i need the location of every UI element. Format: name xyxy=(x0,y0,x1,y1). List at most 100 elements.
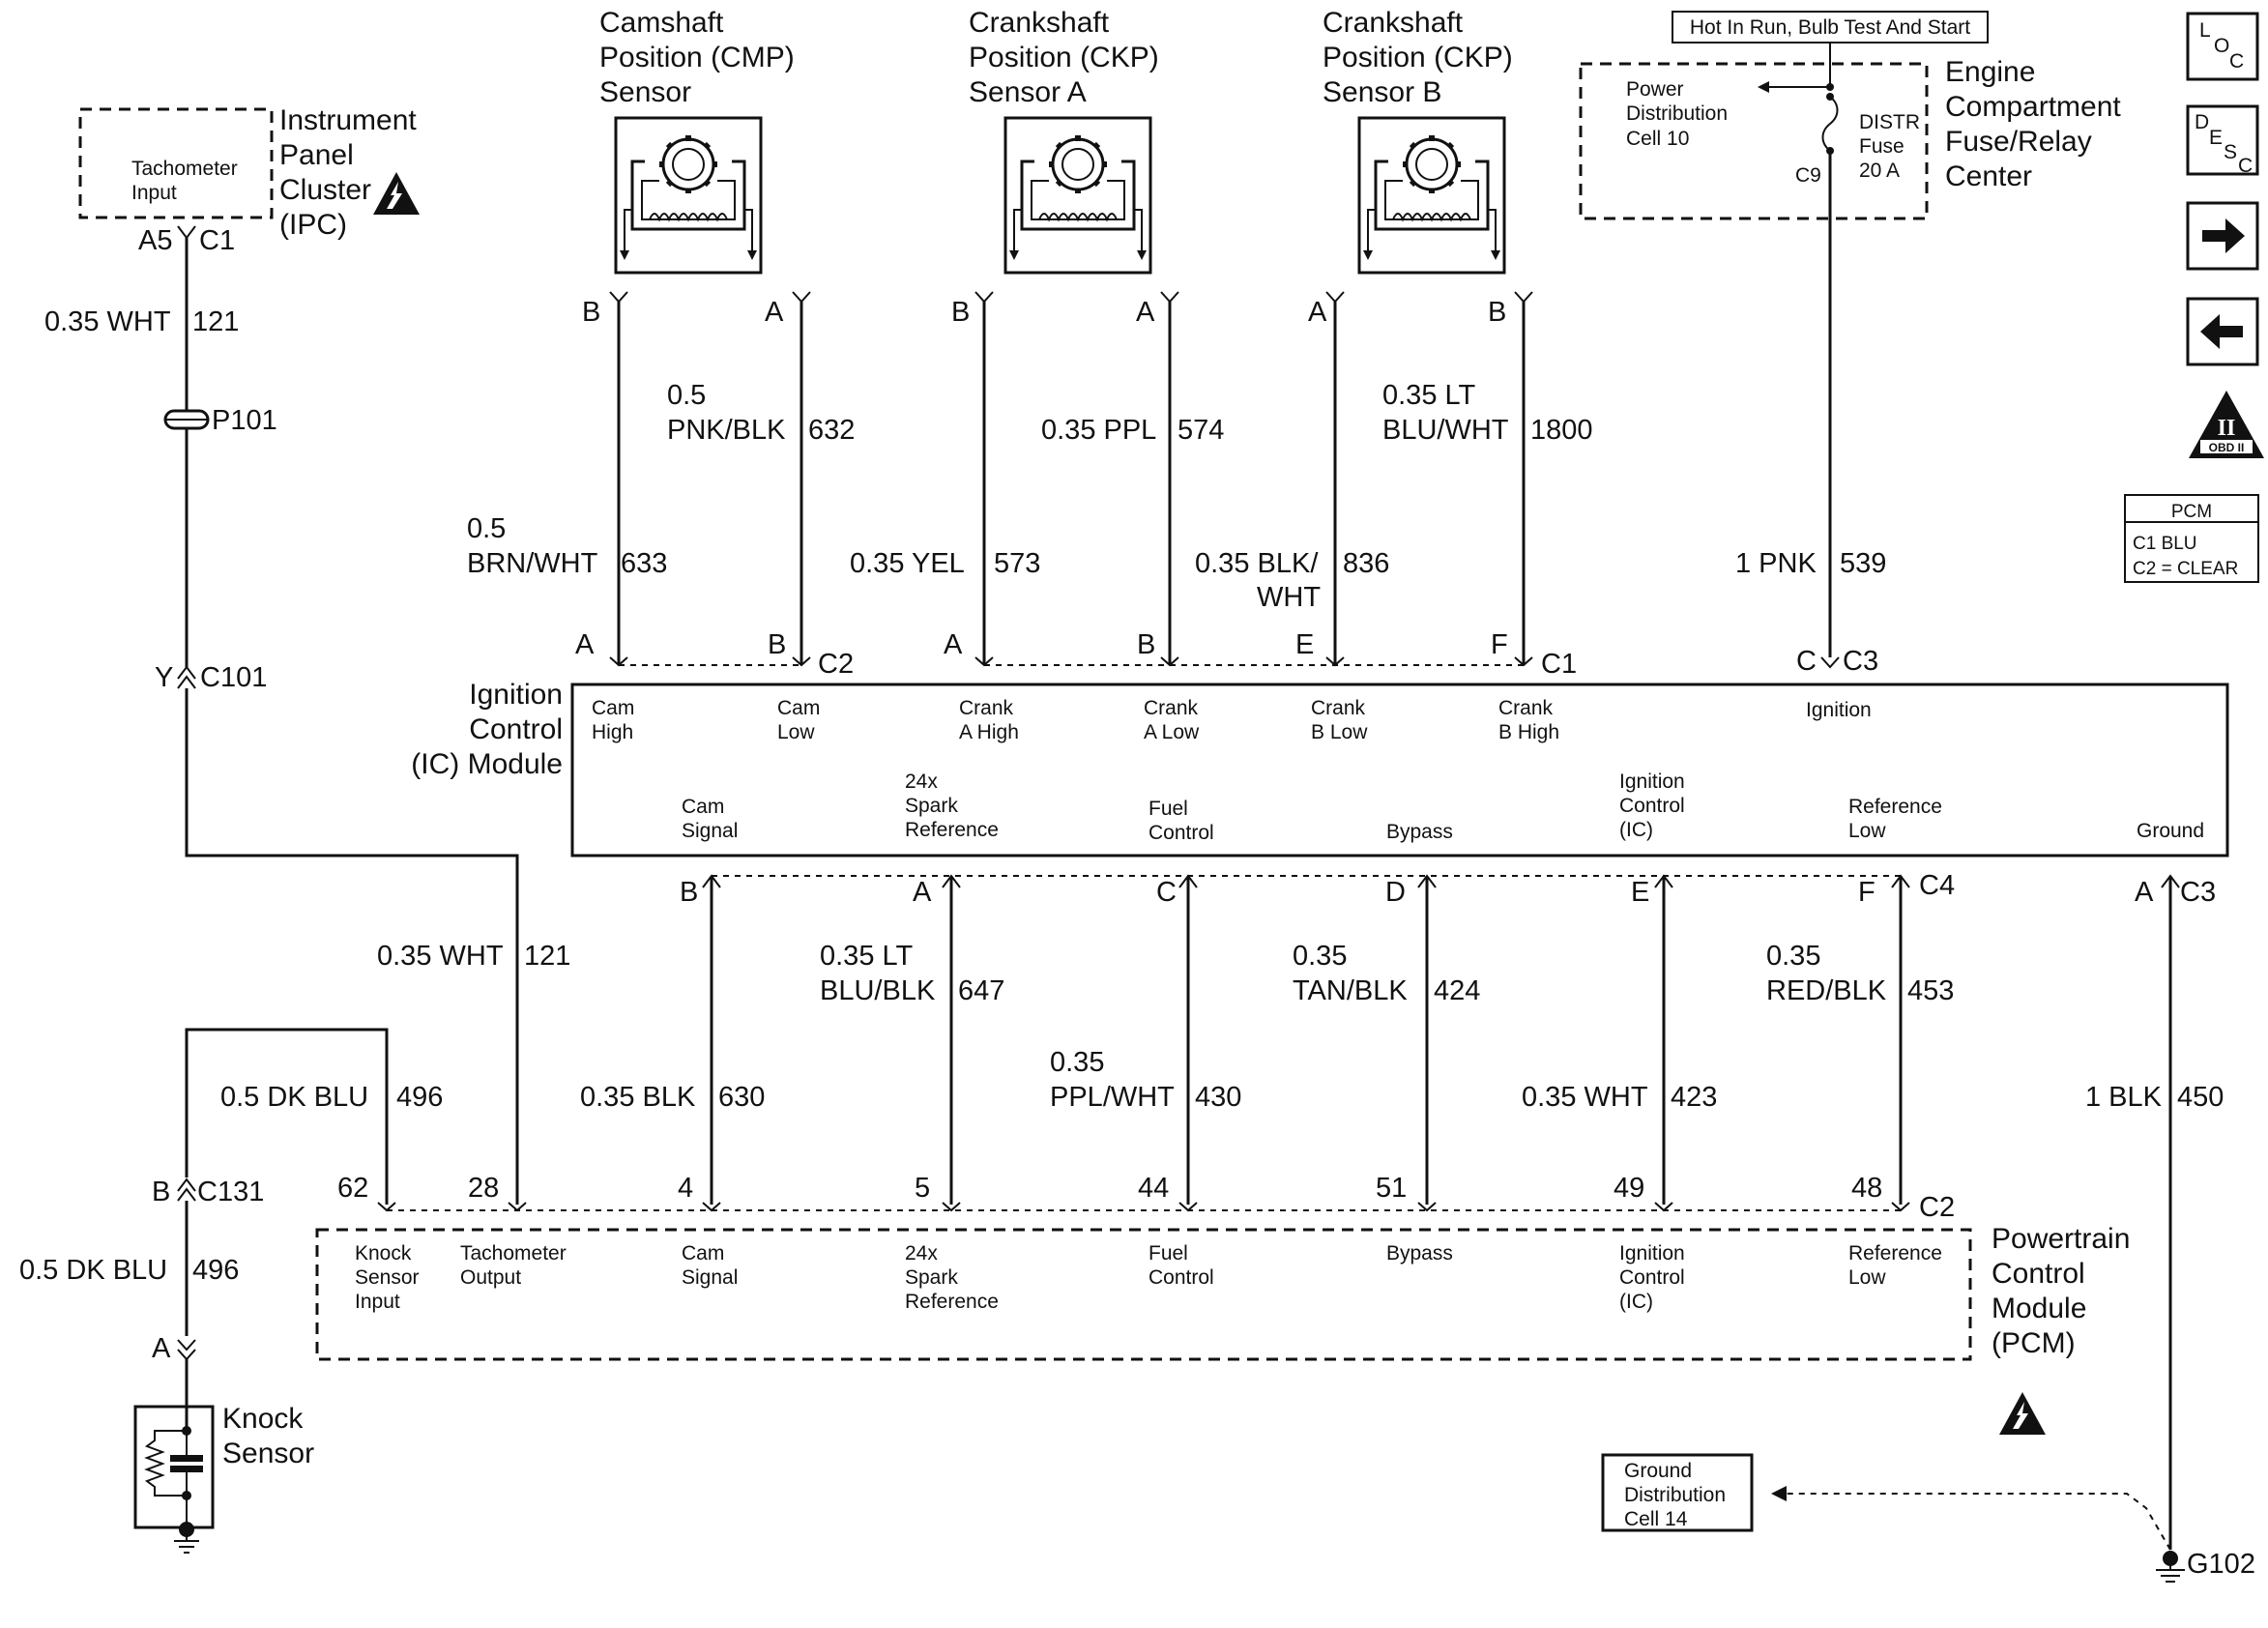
wire-424-circuit: 424 xyxy=(1434,975,1480,1006)
fuse-center-title-line2: Compartment xyxy=(1945,91,2121,123)
ckpb-title-line1: Crankshaft xyxy=(1323,7,1464,39)
wire-496-upper-circuit: 496 xyxy=(396,1082,443,1113)
ckp-b-sensor: Crankshaft Position (CKP) Sensor B xyxy=(1323,7,1513,273)
wire-453-circuit: 453 xyxy=(1907,975,1954,1006)
ipc-input-line2: Input xyxy=(131,182,177,204)
wire-496-upper-gauge: 0.5 DK BLU xyxy=(220,1082,368,1113)
pd-line3: Cell 10 xyxy=(1626,128,1689,150)
ic-top-label-1b: High xyxy=(592,721,633,743)
wire-574-circuit: 574 xyxy=(1178,415,1224,446)
ckpb-pin-right: B xyxy=(1488,297,1506,328)
pcm-title-line3: Module xyxy=(1992,1293,2086,1324)
legend-title: PCM xyxy=(2171,502,2212,522)
ic-top-label-6b: B High xyxy=(1498,721,1559,743)
wire-573-circuit: 573 xyxy=(994,548,1040,579)
c3-top-icon xyxy=(1820,656,1840,669)
ipc-title-line2: Panel xyxy=(279,139,354,171)
wire-632-gauge-line2: PNK/BLK xyxy=(667,415,786,446)
wire-574-gauge: 0.35 PPL xyxy=(1041,415,1156,446)
wire-430-gauge-line2: PPL/WHT xyxy=(1050,1082,1175,1113)
pcm-label-3a: Cam xyxy=(682,1242,724,1265)
ic-top-label-5a: Crank xyxy=(1311,697,1366,719)
ic-top-label-7: Ignition xyxy=(1806,699,1872,721)
wire-836-gauge-line2: WHT xyxy=(1257,582,1321,613)
pcm-connector-legend: PCM C1 BLU C2 = CLEAR xyxy=(2124,494,2259,583)
wire-121-lower-circuit: 121 xyxy=(524,941,570,972)
prev-page-button[interactable] xyxy=(2186,297,2259,366)
knock-connector-icon xyxy=(177,1339,196,1352)
ic-bot-label-1b: Signal xyxy=(682,820,738,842)
wire-836-gauge-line1: 0.35 BLK/ xyxy=(1195,548,1319,579)
desc-letter-d: D xyxy=(2195,111,2209,133)
knock-sensor: Knock Sensor xyxy=(133,1359,314,1554)
ic-module-outline xyxy=(570,683,2229,858)
pd-line2: Distribution xyxy=(1626,102,1728,125)
fuse-conn-c9: C9 xyxy=(1795,164,1821,187)
c4-pin-b: B xyxy=(680,877,698,908)
wire-430-circuit: 430 xyxy=(1195,1082,1241,1113)
loc-letter-l: L xyxy=(2199,19,2211,42)
wire-450-gauge: 1 BLK xyxy=(2085,1082,2163,1113)
wire-632-circuit: 632 xyxy=(808,415,855,446)
cmp-sensor: Camshaft Position (CMP) Sensor xyxy=(599,7,795,273)
side-icons: L O C D E S C II OBD II PCM xyxy=(2124,12,2264,583)
desc-button[interactable]: D E S C xyxy=(2186,104,2259,177)
wire-647-gauge-line2: BLU/BLK xyxy=(820,975,936,1006)
pcm-label-1a: Knock xyxy=(355,1242,412,1265)
hot-in-run-text: Hot In Run, Bulb Test And Start xyxy=(1690,16,1970,39)
arrow-left-icon xyxy=(2200,314,2243,349)
ic-bot-label-6b: Low xyxy=(1848,820,1886,842)
pd-arrow-icon xyxy=(1758,81,1769,93)
ipc-connector-icon xyxy=(177,225,196,240)
ic-top-label-6a: Crank xyxy=(1498,697,1554,719)
ic-top-connectors: A B C2 A B E F C1 C C3 xyxy=(575,629,1878,680)
pcm-pin-49: 49 xyxy=(1614,1173,1644,1204)
ic-bot-label-1a: Cam xyxy=(682,796,724,818)
ic-top-label-1a: Cam xyxy=(592,697,634,719)
ic-module: Ignition Control (IC) Module Cam High Ca… xyxy=(411,679,2229,858)
wire-496-lower-circuit: 496 xyxy=(192,1255,239,1286)
ckpa-pin-right: A xyxy=(1136,297,1155,328)
ic-bot-label-4: Bypass xyxy=(1386,821,1453,843)
loc-button[interactable]: L O C xyxy=(2186,12,2259,81)
c131-connector-icon-2 xyxy=(177,1187,196,1202)
wire-496-lower-gauge: 0.5 DK BLU xyxy=(19,1255,167,1286)
ckpb-title-line2: Position (CKP) xyxy=(1323,42,1513,73)
knock-title-line1: Knock xyxy=(222,1403,304,1435)
wire-647-gauge-line1: 0.35 LT xyxy=(820,941,913,972)
cmp-title-line3: Sensor xyxy=(599,76,691,108)
wire-121-circuit: 121 xyxy=(192,306,239,337)
fuse-center-title-line3: Fuse/Relay xyxy=(1945,126,2092,158)
ground-g102: G102 xyxy=(2156,1549,2255,1583)
ckpa-title-line1: Crankshaft xyxy=(969,7,1110,39)
pcm-label-5a: Fuel xyxy=(1149,1242,1188,1265)
ic-title-line1: Ignition xyxy=(469,679,563,711)
wire-121-gauge: 0.35 WHT xyxy=(44,306,171,337)
ground-dist-leader xyxy=(1785,1493,2171,1551)
ic-bot-label-3b: Control xyxy=(1149,822,1214,844)
fuse-center-title-line4: Center xyxy=(1945,160,2032,192)
pcm-label-4c: Reference xyxy=(905,1291,999,1313)
obd-numeral: II xyxy=(2218,416,2236,441)
fuse-line2: Fuse xyxy=(1859,135,1905,158)
knock-ground-dot xyxy=(179,1522,194,1537)
ipc-pin: A5 xyxy=(138,225,172,256)
obd-text: OBD II xyxy=(2209,441,2245,454)
legend-row1: C1 BLU xyxy=(2133,534,2197,554)
inline-p101: P101 xyxy=(212,405,277,436)
ic-top-label-5b: B Low xyxy=(1311,721,1368,743)
pcm-pin-28: 28 xyxy=(468,1173,499,1204)
pcm-pin-48: 48 xyxy=(1851,1173,1882,1204)
pcm-label-7c: (IC) xyxy=(1619,1291,1653,1313)
hot-in-run-banner xyxy=(1672,11,1989,44)
next-page-button[interactable] xyxy=(2186,201,2259,271)
c4-pin-a: A xyxy=(913,877,932,908)
pcm-pin-51: 51 xyxy=(1376,1173,1407,1204)
pcm-label-8a: Reference xyxy=(1848,1242,1942,1265)
ckpb-sensor-icon xyxy=(1359,118,1504,273)
legend-row2: C2 = CLEAR xyxy=(2133,559,2238,579)
pcm-label-2a: Tachometer xyxy=(460,1242,567,1265)
wire-573-gauge: 0.35 YEL xyxy=(850,548,965,579)
wire-423-gauge: 0.35 WHT xyxy=(1522,1082,1648,1113)
pcm-label-1c: Input xyxy=(355,1291,400,1313)
